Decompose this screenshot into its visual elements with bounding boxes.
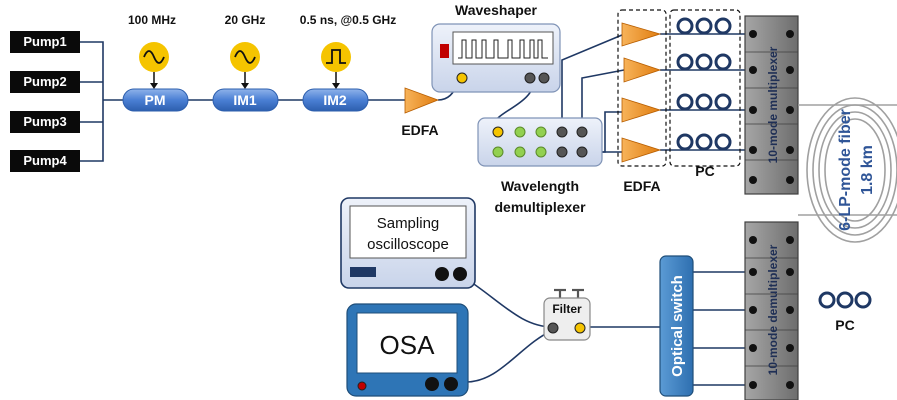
- polarization-controller-array: PC: [669, 9, 741, 179]
- filter-port-out: [547, 322, 559, 334]
- pump1-fiber: [80, 41, 104, 100]
- waveshaper-indicator: [440, 44, 449, 58]
- pump4-label: Pump4: [23, 153, 67, 168]
- edfa-main-label: EDFA: [401, 122, 438, 138]
- im2-label: IM2: [323, 92, 347, 108]
- osa-label: OSA: [380, 330, 436, 360]
- optical-filter: Filter: [543, 288, 591, 341]
- pump4-fiber: [80, 100, 104, 162]
- optical-spectrum-analyzer: OSA: [346, 303, 469, 397]
- scope-label-line2: oscilloscope: [367, 236, 449, 253]
- amplifier-icon: [623, 57, 662, 83]
- pump1-box: Pump1: [10, 31, 80, 53]
- im1-label: IM1: [233, 92, 257, 108]
- edfa-array: EDFA: [617, 9, 667, 194]
- pm-signal-label: 100 MHz: [128, 13, 176, 27]
- filter-port-in: [574, 322, 586, 334]
- scope-port-2: [453, 267, 467, 281]
- waveshaper-label: Waveshaper: [455, 2, 538, 18]
- demux-to-edfa2-fiber: [581, 69, 625, 132]
- filter-label: Filter: [552, 302, 582, 316]
- scope-screen: [349, 205, 467, 259]
- amplifier-icon: [621, 97, 662, 123]
- optical-switch: Optical switch: [659, 255, 694, 397]
- mux-label: 10-mode multiplexer: [766, 46, 780, 163]
- im1-box: [212, 88, 279, 112]
- pump2-box: Pump2: [10, 71, 80, 93]
- pc-array-frame: [669, 9, 741, 167]
- fiber-polarization-controller: PC: [818, 291, 872, 333]
- edfa-main-amplifier: EDFA: [401, 87, 440, 138]
- osa-power-indicator: [357, 381, 367, 391]
- intensity-modulator-1: 20 GHz IM1: [212, 13, 279, 112]
- waveshaper: Waveshaper: [431, 2, 561, 93]
- waveshaper-port-out1: [524, 72, 536, 84]
- osa-port-1: [425, 377, 439, 391]
- intensity-modulator-2: 0.5 ns, @0.5 GHz IM2: [300, 13, 396, 112]
- pump2-label: Pump2: [23, 74, 66, 89]
- fiber-spool: 6-LP-mode fiber 1.8 km: [798, 97, 897, 243]
- waveshaper-screen: [452, 31, 554, 65]
- wavelength-demultiplexer: Wavelength demultiplexer: [477, 117, 603, 215]
- amplifier-icon: [404, 87, 440, 114]
- fiber-label-line2: 1.8 km: [859, 145, 876, 195]
- demux-to-edfa1-fiber: [561, 34, 623, 132]
- im2-signal-label: 0.5 ns, @0.5 GHz: [300, 13, 396, 27]
- pc-array-label: PC: [695, 163, 714, 179]
- pm-box: [122, 88, 189, 112]
- pump4-box: Pump4: [10, 150, 80, 172]
- pm-label: PM: [145, 92, 166, 108]
- osa-screen: [356, 312, 458, 374]
- scope-label-line1: Sampling: [377, 215, 440, 232]
- im1-signal-label: 20 GHz: [225, 13, 266, 27]
- optical-switch-body: [659, 255, 694, 397]
- pulse-icon: [321, 42, 351, 72]
- demux-label: 10-mode demultiplexer: [766, 244, 780, 375]
- amplifier-icon: [621, 137, 662, 163]
- waveshaper-spectrum: [458, 39, 548, 59]
- filter-to-osa-fiber: [465, 329, 554, 383]
- pump3-label: Pump3: [23, 114, 66, 129]
- wavelength-demux-panel: [477, 117, 603, 167]
- osa-port-2: [444, 377, 458, 391]
- scope-port-1: [435, 267, 449, 281]
- edfa-array-label: EDFA: [623, 178, 660, 194]
- fiber-label-line1: 6-LP-mode fiber: [837, 109, 854, 231]
- wavelength-demux-label-line1: Wavelength: [501, 178, 579, 194]
- mode-multiplexer: 10-mode multiplexer: [744, 15, 799, 195]
- filter-to-scope-fiber: [461, 275, 554, 328]
- scope-display-strip: [350, 267, 376, 277]
- optical-switch-label: Optical switch: [669, 275, 686, 377]
- im2-box: [302, 88, 369, 112]
- phase-modulator: 100 MHz PM: [122, 13, 189, 112]
- edfa-array-frame: [617, 9, 667, 167]
- wavelength-demux-label-line2: demultiplexer: [494, 199, 586, 215]
- waveshaper-port-in: [456, 72, 468, 84]
- mux-body: [744, 15, 799, 195]
- pump3-box: Pump3: [10, 111, 80, 133]
- sampling-oscilloscope: Sampling oscilloscope: [340, 197, 476, 289]
- amplifier-icon: [621, 22, 662, 47]
- pump-lasers: Pump1 Pump2 Pump3 Pump4: [10, 31, 80, 172]
- waveshaper-port-out2: [538, 72, 550, 84]
- pc-fiber-label: PC: [835, 317, 854, 333]
- mode-demultiplexer: 10-mode demultiplexer: [744, 221, 799, 400]
- pump1-label: Pump1: [23, 34, 66, 49]
